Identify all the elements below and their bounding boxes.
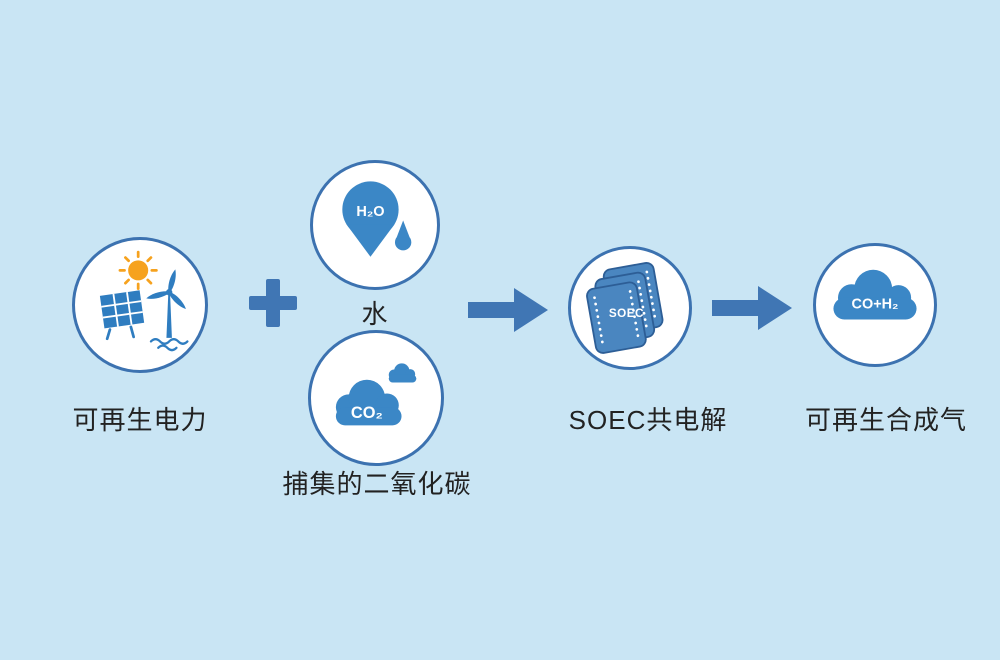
small-cloud-icon <box>388 363 417 383</box>
node-renewable-power <box>72 237 208 373</box>
label-renewable-power: 可再生电力 <box>72 405 208 435</box>
node-captured-co2: CO₂ <box>308 330 444 466</box>
electrolyzer-stack-icon: SOEC <box>586 262 664 354</box>
co2-icon: CO₂ <box>335 363 417 426</box>
label-soec: SOEC共电解 <box>568 405 728 435</box>
small-drop-icon <box>394 220 412 251</box>
arrow-right-icon <box>468 288 548 337</box>
co2-formula: CO₂ <box>351 404 383 422</box>
waves-icon <box>149 338 189 352</box>
solar-panel-icon <box>99 290 145 341</box>
syngas-formula: CO+H₂ <box>852 297 899 313</box>
sun-icon <box>118 250 158 290</box>
plus-icon <box>245 275 301 331</box>
label-captured-co2: 捕集的二氧化碳 <box>282 469 472 499</box>
node-soec: SOEC <box>568 246 692 370</box>
renewable-energy-icon <box>99 250 189 352</box>
arrow-right-icon-2 <box>712 286 792 335</box>
wind-turbine-icon <box>146 269 189 352</box>
node-water: H₂O <box>310 160 440 290</box>
cloud-icon <box>335 379 402 426</box>
h2o-formula: H₂O <box>356 204 384 220</box>
label-syngas: 可再生合成气 <box>804 405 967 435</box>
node-syngas: CO+H₂ <box>813 243 937 367</box>
label-water: 水 <box>361 299 389 329</box>
water-icon: H₂O <box>342 181 412 257</box>
cloud-icon <box>833 269 917 320</box>
water-drop-pin-icon <box>342 181 399 257</box>
soec-stack-text: SOEC <box>609 307 644 320</box>
syngas-icon: CO+H₂ <box>833 269 917 320</box>
